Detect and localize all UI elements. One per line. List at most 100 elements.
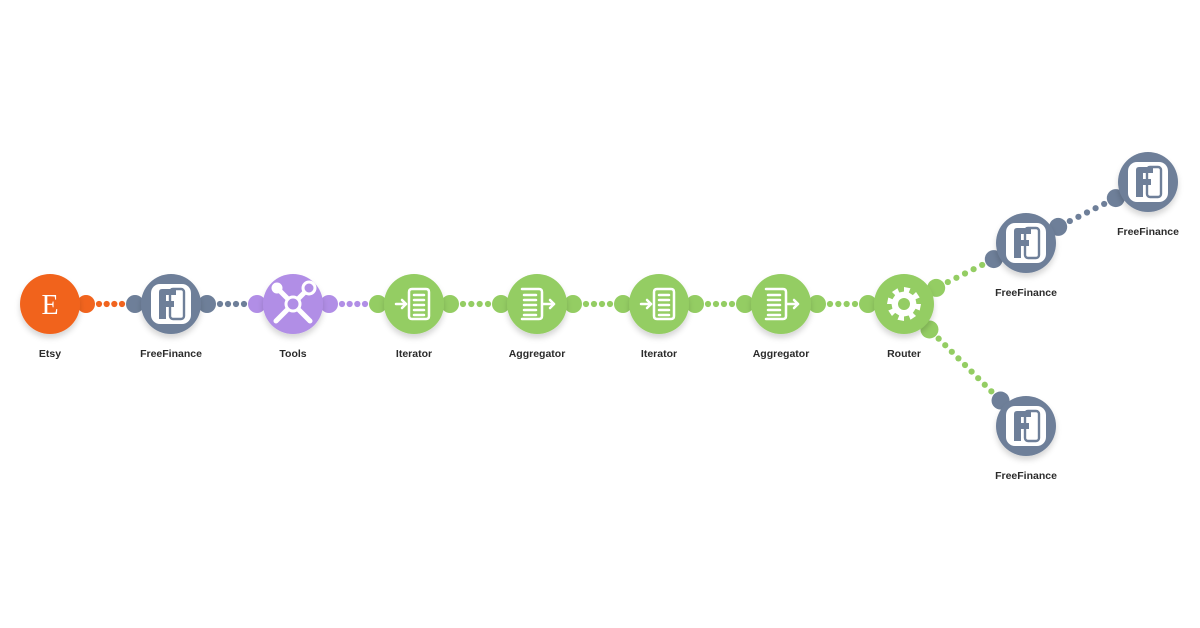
module-label: Iterator [641, 348, 677, 360]
connection-aggregator-1-iterator-2[interactable] [564, 295, 632, 313]
module-circle[interactable] [507, 274, 567, 334]
iterator-icon [639, 287, 676, 321]
connection-dot [1101, 200, 1108, 208]
connection-dot [606, 300, 614, 308]
connection-dot [953, 274, 960, 281]
connection-router-freefinance-4[interactable] [920, 320, 1010, 410]
connection-dot [346, 300, 353, 308]
connection-dot [1075, 213, 1082, 220]
connection-dot [232, 300, 240, 308]
module-iterator-1[interactable]: Iterator [384, 274, 444, 360]
module-router[interactable]: Router [874, 274, 934, 360]
etsy-logo-icon: E [41, 290, 58, 321]
module-freefinance-1[interactable]: FreeFinance [140, 274, 202, 360]
connection-dot [1092, 205, 1099, 212]
connection-dot [843, 300, 850, 308]
iterator-icon [394, 287, 431, 321]
freefinance-logo-icon [1006, 406, 1046, 446]
connector-handle-in[interactable] [492, 295, 510, 313]
connector-handle-in[interactable] [859, 295, 877, 313]
connection-dot [835, 300, 842, 308]
connector-handle-out[interactable] [441, 295, 459, 313]
module-label: FreeFinance [995, 470, 1057, 482]
connection-dot [948, 348, 955, 355]
connection-dot [955, 355, 962, 362]
module-label: FreeFinance [140, 348, 202, 360]
connection-tools-iterator-1[interactable] [320, 295, 387, 313]
connection-dot [970, 266, 977, 273]
module-aggregator-2[interactable]: Aggregator [751, 274, 811, 360]
connection-dot [826, 300, 834, 308]
connection-iterator-2-aggregator-2[interactable] [686, 295, 754, 313]
connection-dot [103, 300, 110, 308]
connector-handle-out[interactable] [564, 295, 582, 313]
freefinance-logo-icon [151, 284, 191, 324]
connection-freefinance-1-tools[interactable] [198, 295, 266, 313]
connection-dot [111, 300, 118, 308]
module-freefinance-3[interactable]: FreeFinance [1117, 152, 1179, 238]
connector-handle-out[interactable] [927, 278, 946, 297]
connection-dot [468, 300, 475, 308]
connection-dot [1066, 217, 1073, 225]
module-label: FreeFinance [1117, 226, 1179, 238]
module-iterator-2[interactable]: Iterator [629, 274, 689, 360]
module-circle[interactable] [751, 274, 811, 334]
connection-dot [582, 300, 590, 308]
connector-handle-in[interactable] [984, 250, 1003, 269]
connection-dot [961, 361, 969, 369]
wrench-screwdriver-icon [271, 280, 317, 324]
connection-dot [961, 270, 969, 277]
connection-iterator-1-aggregator-1[interactable] [441, 295, 510, 313]
aggregator-icon [520, 287, 556, 321]
connection-dot [981, 381, 988, 388]
connector-handle-in[interactable] [126, 295, 144, 313]
connection-dot [240, 300, 248, 308]
module-freefinance-2[interactable]: FreeFinance [995, 213, 1057, 299]
connector-handle-out[interactable] [1049, 217, 1068, 236]
connections-layer [77, 189, 1125, 410]
connector-handle-out[interactable] [320, 295, 338, 313]
connection-router-freefinance-2[interactable] [927, 250, 1003, 297]
gear-icon [887, 287, 921, 321]
connection-dot [1083, 209, 1091, 216]
module-label: Aggregator [753, 348, 810, 360]
connection-dot [95, 300, 103, 308]
connector-handle-out[interactable] [198, 295, 216, 313]
module-tools[interactable]: Tools [263, 274, 323, 360]
connector-handle-out[interactable] [686, 295, 704, 313]
module-aggregator-1[interactable]: Aggregator [507, 274, 567, 360]
connection-dot [354, 300, 361, 308]
connection-dot [728, 300, 736, 308]
connection-etsy-freefinance-1[interactable] [77, 295, 144, 313]
connector-handle-in[interactable] [614, 295, 632, 313]
connection-dot [476, 300, 483, 308]
connector-handle-in[interactable] [248, 295, 266, 313]
module-label: Iterator [396, 348, 432, 360]
module-freefinance-4[interactable]: FreeFinance [995, 396, 1057, 482]
connection-dot [975, 375, 982, 382]
connection-dot [459, 300, 467, 308]
connection-dot [720, 300, 728, 308]
module-label: Router [887, 348, 921, 360]
connector-handle-out[interactable] [77, 295, 95, 313]
connection-dot [484, 300, 492, 308]
connection-dot [338, 300, 346, 308]
connection-dot [942, 342, 949, 349]
connection-freefinance-2-freefinance-3[interactable] [1049, 189, 1125, 236]
connection-aggregator-2-router[interactable] [808, 295, 877, 313]
module-circle[interactable] [20, 274, 80, 334]
connector-handle-out[interactable] [808, 295, 826, 313]
connection-dot [598, 300, 606, 308]
connector-handle-in[interactable] [1106, 189, 1125, 208]
connection-dot [590, 300, 598, 308]
connection-dot [968, 368, 975, 375]
module-label: Tools [279, 348, 306, 360]
connector-handle-in[interactable] [736, 295, 754, 313]
connector-handle-in[interactable] [369, 295, 387, 313]
connection-dot [118, 300, 126, 308]
connection-dot [712, 300, 720, 308]
connection-dot [935, 335, 942, 342]
